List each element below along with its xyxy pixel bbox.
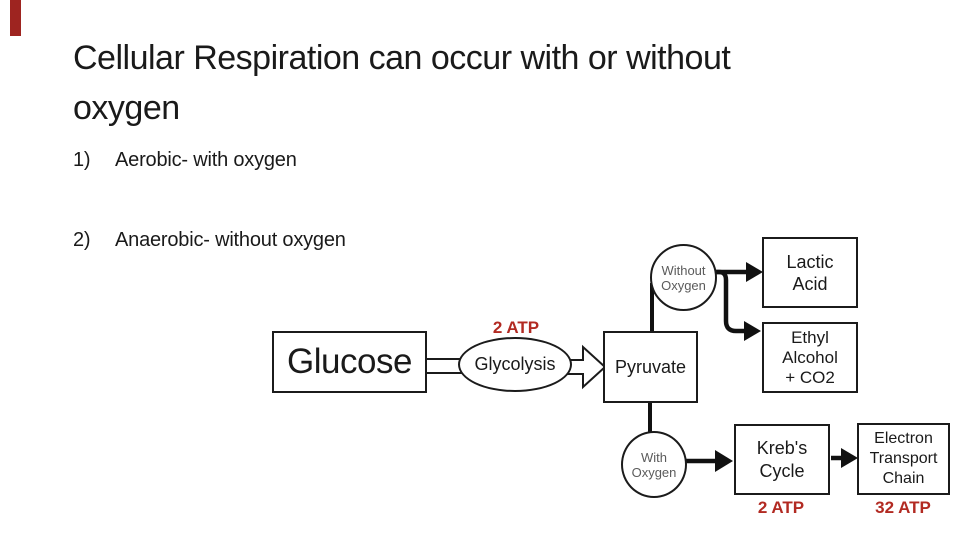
krebs-electron-arrowhead <box>841 448 858 468</box>
krebs-atp-label: 2 ATP <box>757 498 805 517</box>
without-oxygen-node: Without Oxygen <box>650 244 717 311</box>
krebs-cycle-label-line1: Kreb's <box>756 437 808 458</box>
pyruvate-node: Pyruvate <box>603 331 698 403</box>
without-oxygen-ethyl-arrow-shaft <box>712 269 745 334</box>
krebs-cycle-node: Kreb's Cycle <box>734 424 830 495</box>
with-oxygen-node: With Oxygen <box>621 431 687 498</box>
with-oxygen-label-line2: Oxygen <box>631 464 677 480</box>
lactic-acid-node: Lactic Acid <box>762 237 858 308</box>
title-line-2: oxygen <box>73 89 180 127</box>
without-oxygen-lactic-arrowhead <box>746 262 763 282</box>
glucose-node: Glucose <box>272 331 427 393</box>
accent-bar <box>10 0 21 36</box>
glycolysis-label: Glycolysis <box>474 354 556 374</box>
with-oxygen-label-line1: With <box>641 449 667 465</box>
list-number: 2) <box>73 229 91 251</box>
without-oxygen-label-line1: Without <box>661 262 706 278</box>
lactic-acid-label-line2: Acid <box>792 273 828 294</box>
without-oxygen-label-line2: Oxygen <box>661 277 706 293</box>
title-line-1: Cellular Respiration can occur with or w… <box>73 39 731 77</box>
glucose-label: Glucose <box>287 342 412 381</box>
glycolysis-node: Glycolysis <box>458 337 572 392</box>
with-oxygen-krebs-arrowhead <box>715 450 733 472</box>
list-text: Anaerobic- without oxygen <box>115 229 346 251</box>
ethyl-alcohol-label-line2: Alcohol <box>782 347 838 367</box>
list-number: 1) <box>73 149 91 171</box>
glycolysis-pyruvate-block-arrow <box>565 344 607 390</box>
ethyl-alcohol-node: Ethyl Alcohol + CO2 <box>762 322 858 393</box>
electron-transport-node: Electron Transport Chain <box>857 423 950 495</box>
ethyl-alcohol-label-line3: + CO2 <box>785 367 835 387</box>
list-item-aerobic: 1) Aerobic- with oxygen <box>73 149 297 172</box>
glycolysis-atp-label: 2 ATP <box>492 318 540 337</box>
electron-transport-label-line1: Electron <box>874 430 933 447</box>
without-oxygen-ethyl-arrowhead <box>744 321 761 341</box>
lactic-acid-label-line1: Lactic <box>786 251 834 272</box>
electron-atp-label: 32 ATP <box>875 498 931 517</box>
pyruvate-label: Pyruvate <box>614 356 687 377</box>
electron-transport-label-line2: Transport <box>869 450 938 467</box>
page-title: Cellular Respiration can occur with or w… <box>73 33 903 133</box>
list-text: Aerobic- with oxygen <box>115 149 297 171</box>
list-item-anaerobic: 2) Anaerobic- without oxygen <box>73 229 346 252</box>
krebs-cycle-label-line2: Cycle <box>759 460 805 481</box>
ethyl-alcohol-label-line1: Ethyl <box>791 327 829 347</box>
electron-transport-label-line3: Chain <box>882 470 925 487</box>
